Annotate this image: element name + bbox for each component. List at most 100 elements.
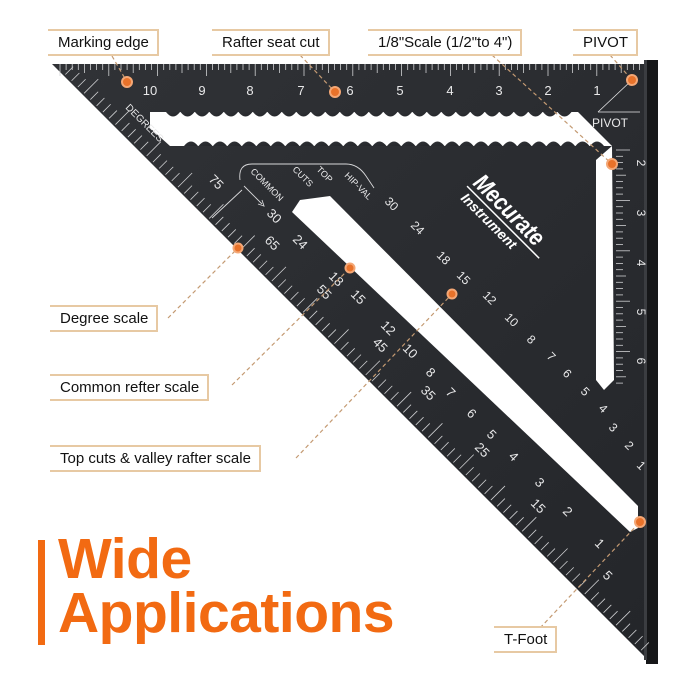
slot-tooth bbox=[383, 112, 398, 117]
slot-tooth bbox=[195, 112, 209, 117]
ruler-tick bbox=[284, 285, 293, 294]
ruler-tick bbox=[152, 154, 162, 163]
ruler-tick bbox=[540, 542, 550, 551]
ruler-tick bbox=[108, 110, 118, 119]
right-scale-number: 5 bbox=[634, 309, 648, 316]
ruler-tick bbox=[371, 373, 381, 382]
slot-tooth bbox=[209, 112, 224, 117]
slot-tooth bbox=[445, 141, 459, 146]
slot-tooth bbox=[499, 112, 514, 117]
slot-tooth bbox=[416, 141, 430, 146]
ruler-tick bbox=[327, 329, 337, 338]
ruler-tick bbox=[196, 197, 205, 207]
callout-eighth-scale: 1/8"Scale (1/2"to 4") bbox=[368, 29, 523, 56]
degree-ruler-ticks bbox=[65, 66, 650, 651]
slot-tooth bbox=[314, 141, 329, 146]
ruler-tick bbox=[509, 510, 518, 520]
slot-tooth bbox=[372, 141, 387, 146]
ruler-tick bbox=[65, 66, 74, 75]
ruler-tick bbox=[428, 423, 443, 438]
ruler-tick bbox=[158, 160, 168, 169]
slot-tooth bbox=[358, 141, 372, 146]
ruler-tick bbox=[484, 485, 493, 495]
ruler-tick bbox=[415, 416, 424, 426]
slot-tooth bbox=[300, 141, 314, 146]
ruler-tick bbox=[515, 517, 524, 526]
callout-degree-scale: Degree scale bbox=[50, 305, 159, 332]
headline: Wide Applications bbox=[58, 527, 395, 642]
ruler-tick bbox=[465, 466, 474, 476]
ruler-tick bbox=[83, 78, 99, 94]
ruler-tick bbox=[478, 479, 487, 488]
ruler-tick bbox=[634, 635, 643, 645]
headline-line-1: Wide bbox=[58, 527, 192, 591]
ruler-tick bbox=[377, 379, 387, 388]
ruler-tick bbox=[596, 598, 606, 607]
slot-tooth bbox=[456, 112, 470, 117]
ruler-tick bbox=[615, 610, 631, 626]
ruler-tick bbox=[553, 548, 568, 563]
ruler-tick bbox=[459, 454, 475, 470]
slot-tooth bbox=[224, 112, 238, 117]
slot-tooth bbox=[561, 141, 575, 146]
ruler-tick bbox=[277, 279, 287, 288]
ruler-tick bbox=[321, 323, 330, 332]
slot-tooth bbox=[354, 112, 369, 117]
ruler-tick bbox=[102, 103, 111, 113]
ruler-tick bbox=[127, 129, 136, 138]
slot-tooth bbox=[285, 141, 300, 146]
ruler-tick bbox=[177, 172, 193, 188]
ruler-tick bbox=[571, 573, 581, 582]
top-scale-number: 6 bbox=[346, 83, 353, 98]
right-ruler-ticks bbox=[616, 149, 630, 384]
ruler-tick bbox=[90, 91, 99, 100]
top-scale-number: 2 bbox=[544, 83, 551, 98]
callout-rafter-seat-cut: Rafter seat cut bbox=[212, 29, 330, 56]
slot-tooth bbox=[546, 141, 561, 146]
ruler-tick bbox=[215, 216, 224, 225]
slot-tooth bbox=[517, 141, 532, 146]
slot-tooth bbox=[184, 141, 198, 146]
callout-markers bbox=[121, 74, 646, 528]
slot-tooth bbox=[430, 141, 445, 146]
top-slot bbox=[150, 112, 612, 146]
ruler-tick bbox=[227, 229, 237, 238]
ruler-tick bbox=[622, 623, 631, 632]
slot-tooth bbox=[401, 141, 416, 146]
top-scale-number: 10 bbox=[143, 83, 157, 98]
ruler-tick bbox=[446, 448, 456, 457]
top-scale-number: 4 bbox=[446, 83, 453, 98]
ruler-tick bbox=[302, 297, 318, 313]
t-foot-lip bbox=[646, 60, 658, 664]
top-scale-number: 7 bbox=[297, 83, 304, 98]
slot-tooth bbox=[485, 112, 499, 117]
slot-tooth bbox=[441, 112, 456, 117]
ruler-tick bbox=[77, 78, 86, 88]
ruler-tick bbox=[190, 191, 199, 200]
slot-tooth bbox=[238, 112, 253, 117]
ruler-tick bbox=[346, 348, 356, 357]
slot-tooth bbox=[166, 112, 180, 117]
slot-tooth bbox=[532, 141, 546, 146]
callout-common-rafter-scale: Common refter scale bbox=[50, 374, 210, 401]
ruler-tick bbox=[453, 454, 462, 463]
ruler-tick bbox=[421, 423, 431, 432]
ruler-tick bbox=[121, 122, 130, 132]
ruler-tick bbox=[359, 360, 368, 369]
slot-tooth bbox=[503, 141, 517, 146]
slot-tooth bbox=[398, 112, 412, 117]
ruler-tick bbox=[490, 485, 506, 501]
ruler-tick bbox=[528, 529, 537, 538]
ruler-tick bbox=[546, 548, 556, 557]
callout-top-cuts-valley: Top cuts & valley rafter scale bbox=[50, 445, 261, 472]
ruler-tick bbox=[565, 567, 575, 576]
slot-tooth bbox=[369, 112, 383, 117]
ruler-tick bbox=[140, 141, 149, 150]
ruler-tick bbox=[221, 222, 230, 232]
ruler-tick bbox=[365, 360, 381, 376]
ruler-tick bbox=[352, 354, 362, 363]
ruler-tick bbox=[334, 329, 349, 344]
diagonal-slot bbox=[292, 196, 638, 532]
slot-tooth bbox=[198, 141, 213, 146]
